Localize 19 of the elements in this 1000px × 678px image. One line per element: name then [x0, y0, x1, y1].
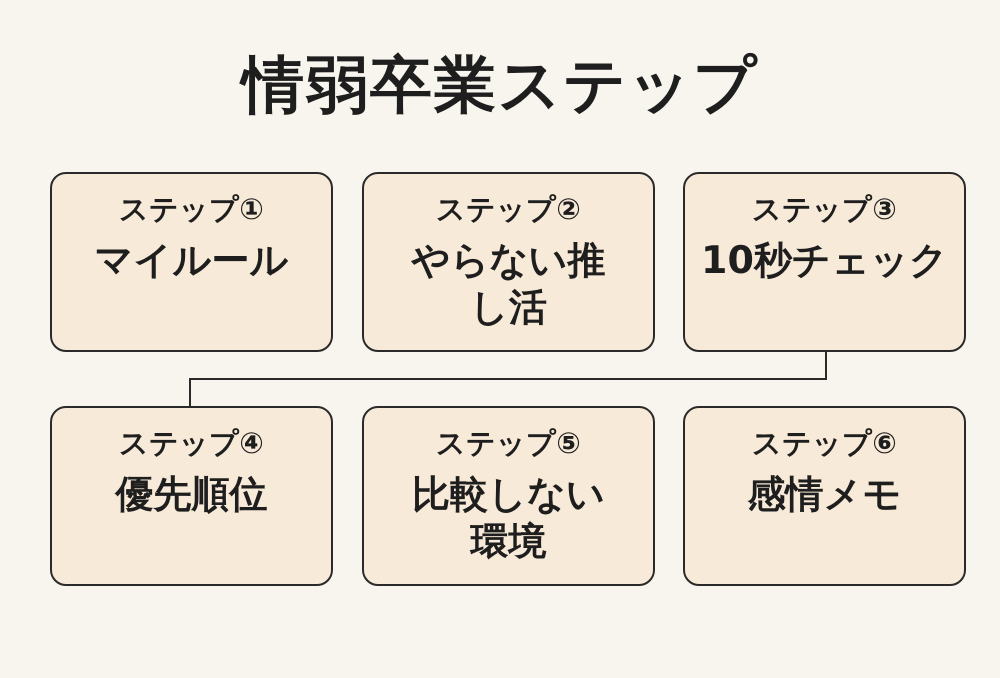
- step-card: [50, 406, 333, 586]
- step-name: やらない推し活: [410, 236, 606, 332]
- step-label: ステップ④: [119, 426, 264, 461]
- step-name: 感情メモ: [746, 470, 902, 518]
- step-name: マイルール: [94, 236, 290, 284]
- step-label: ステップ①: [119, 192, 264, 227]
- step-label: ステップ⑥: [752, 426, 897, 461]
- step-card: [362, 406, 655, 586]
- step-label: ステップ②: [436, 192, 581, 227]
- step-card: [683, 172, 966, 352]
- step-card: [50, 172, 333, 352]
- step-name: 比較しない環境: [411, 470, 606, 566]
- step-name: 優先順位: [114, 470, 268, 518]
- step-label: ステップ③: [752, 192, 897, 227]
- step-name: 10秒チェック: [700, 236, 949, 284]
- step-label: ステップ⑤: [436, 426, 581, 461]
- step-card: [683, 406, 966, 586]
- connector-line: [189, 352, 827, 406]
- step-card: [362, 172, 655, 352]
